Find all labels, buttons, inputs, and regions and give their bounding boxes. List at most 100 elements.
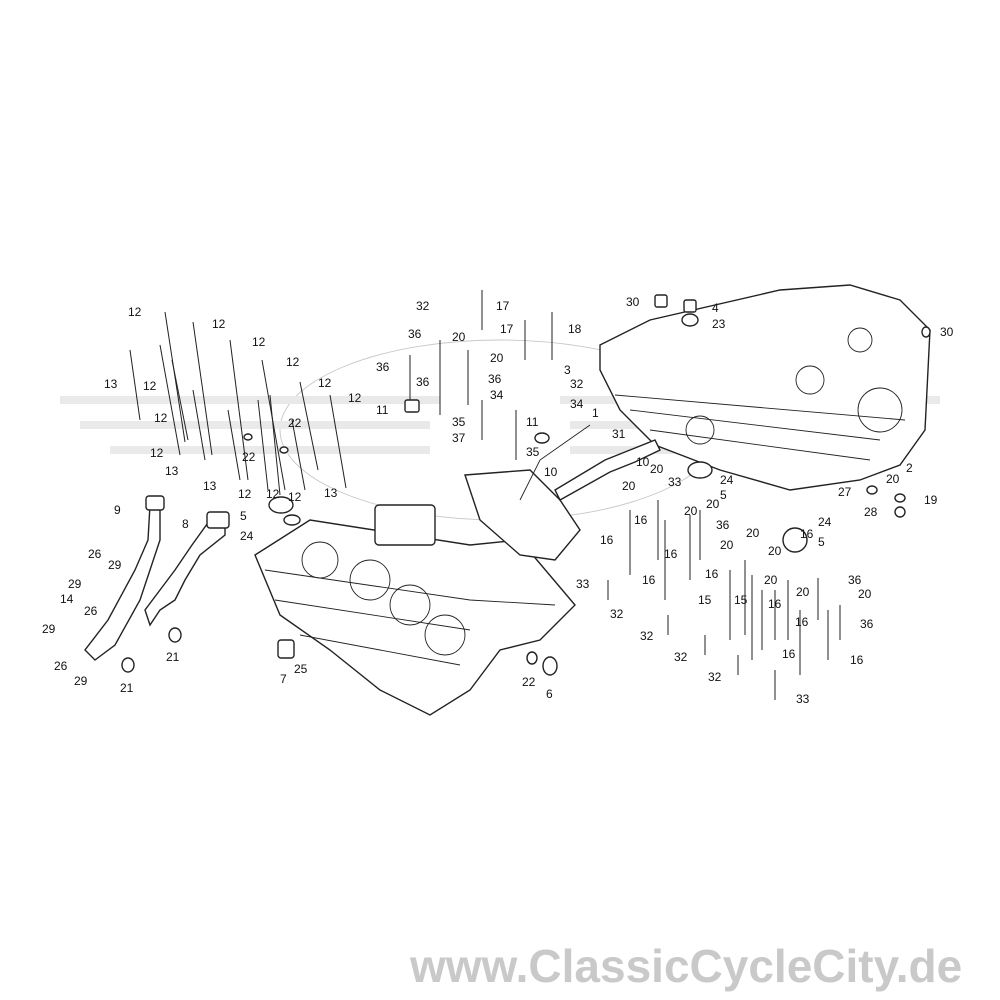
callout: 16 — [600, 533, 614, 547]
callout: 20 — [796, 585, 810, 599]
callout: 22 — [288, 416, 302, 430]
callout: 36 — [860, 617, 874, 631]
callout: 17 — [500, 322, 514, 336]
callout: 16 — [642, 573, 656, 587]
callout: 26 — [54, 659, 68, 673]
callout: 36 — [416, 375, 430, 389]
callout: 33 — [576, 577, 590, 591]
callout: 20 — [706, 497, 720, 511]
callout: 16 — [634, 513, 648, 527]
callout: 12 — [143, 379, 157, 393]
callout: 20 — [764, 573, 778, 587]
callout: 13 — [165, 464, 179, 478]
callout: 5 — [240, 509, 247, 523]
callout: 13 — [324, 486, 338, 500]
callout: 36 — [488, 372, 502, 386]
callout: 8 — [182, 517, 189, 531]
callout: 32 — [610, 607, 624, 621]
callout: 36 — [716, 518, 730, 532]
callout: 20 — [858, 587, 872, 601]
callout: 2 — [906, 461, 913, 475]
callout: 20 — [452, 330, 466, 344]
callout: 7 — [280, 672, 287, 686]
callout: 26 — [88, 547, 102, 561]
callout: 26 — [84, 604, 98, 618]
callout: 33 — [796, 692, 810, 706]
callout: 23 — [712, 317, 726, 331]
callout: 12 — [266, 487, 280, 501]
callout: 36 — [848, 573, 862, 587]
callout: 30 — [626, 295, 640, 309]
callout: 12 — [348, 391, 362, 405]
callout: 18 — [568, 322, 582, 336]
callout: 20 — [622, 479, 636, 493]
callout: 16 — [795, 615, 809, 629]
callout: 12 — [212, 317, 226, 331]
breather-tube — [519, 424, 661, 501]
callout: 27 — [838, 485, 852, 499]
callout: 15 — [734, 593, 748, 607]
callout: 10 — [636, 455, 650, 469]
callout: 20 — [768, 544, 782, 558]
callout: 22 — [242, 450, 256, 464]
callout: 29 — [42, 622, 56, 636]
callout: 35 — [452, 415, 466, 429]
callout: 24 — [720, 473, 734, 487]
lower-crankcase — [599, 284, 931, 491]
callout: 9 — [114, 503, 121, 517]
callout: 34 — [570, 397, 584, 411]
callout: 19 — [924, 493, 938, 507]
callout: 3 — [564, 363, 571, 377]
callout: 16 — [800, 527, 814, 541]
callout: 20 — [886, 472, 900, 486]
callout: 1 — [592, 406, 599, 420]
callout: 25 — [294, 662, 308, 676]
callout: 36 — [376, 360, 390, 374]
callout: 20 — [650, 462, 664, 476]
callout: 12 — [252, 335, 266, 349]
callout: 33 — [668, 475, 682, 489]
callout: 29 — [68, 577, 82, 591]
callout: 12 — [154, 411, 168, 425]
callout: 20 — [490, 351, 504, 365]
callout-labels: 12 12 12 12 12 12 12 12 13 12 12 13 13 1… — [42, 295, 954, 706]
callout: 37 — [452, 431, 466, 445]
callout: 10 — [544, 465, 558, 479]
callout: 12 — [128, 305, 142, 319]
callout: 31 — [612, 427, 626, 441]
callout: 29 — [74, 674, 88, 688]
callout: 12 — [150, 446, 164, 460]
callout: 13 — [104, 377, 118, 391]
watermark-text: www.ClassicCycleCity.de — [409, 940, 962, 992]
callout: 12 — [286, 355, 300, 369]
callout: 13 — [203, 479, 217, 493]
callout: 12 — [288, 490, 302, 504]
callout: 11 — [376, 403, 389, 417]
callout: 16 — [705, 567, 719, 581]
callout: 16 — [850, 653, 864, 667]
callout: 35 — [526, 445, 540, 459]
callout: 5 — [720, 488, 727, 502]
callout: 16 — [768, 597, 782, 611]
callout: 21 — [120, 681, 134, 695]
callout: 4 — [712, 301, 719, 315]
callout: 20 — [684, 504, 698, 518]
callout: 20 — [746, 526, 760, 540]
callout: 22 — [522, 675, 536, 689]
upper-crankcase — [254, 469, 581, 716]
callout: 5 — [818, 535, 825, 549]
callout: 28 — [864, 505, 878, 519]
callout: 32 — [416, 299, 430, 313]
callout: 29 — [108, 558, 122, 572]
cylinder-studs — [129, 311, 347, 496]
callout: 20 — [720, 538, 734, 552]
callout: 12 — [318, 376, 332, 390]
callout: 16 — [782, 647, 796, 661]
callout: 24 — [240, 529, 254, 543]
callout: 11 — [526, 415, 539, 429]
callout: 12 — [238, 487, 252, 501]
oil-hoses — [84, 495, 230, 661]
callout: 17 — [496, 299, 510, 313]
callout: 32 — [570, 377, 584, 391]
